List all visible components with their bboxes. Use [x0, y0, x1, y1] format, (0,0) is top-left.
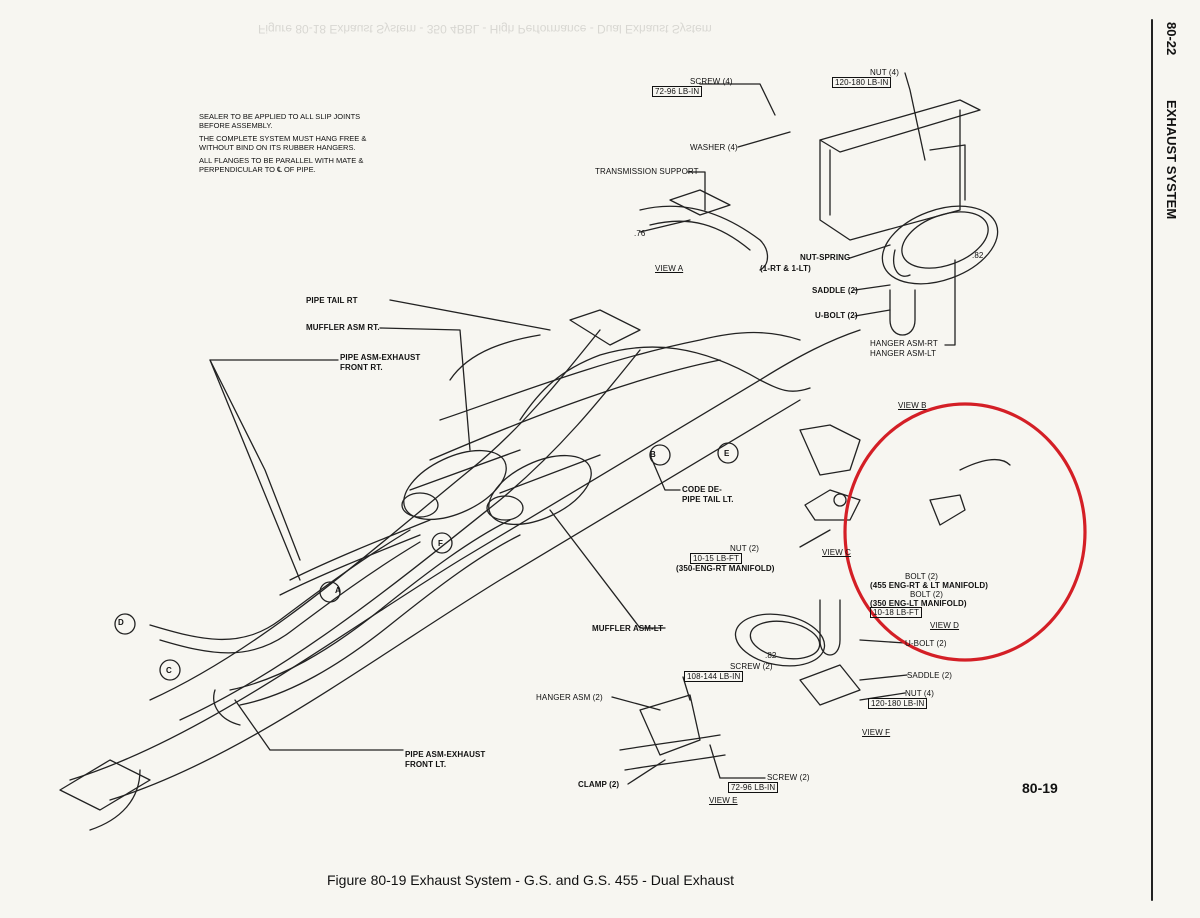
label-code-de-1: CODE DE-	[682, 485, 722, 494]
label-nut-c-spec: 10-15 LB-FT	[690, 553, 743, 564]
assembly-notes: SEALER TO BE APPLIED TO ALL SLIP JOINTS …	[199, 112, 369, 180]
label-muffler-rt: MUFFLER ASM RT.	[306, 323, 380, 332]
label-ubolt-f: U-BOLT (2)	[905, 639, 947, 648]
label-view-b: VIEW B	[898, 401, 927, 410]
callout-d: D	[118, 618, 124, 627]
label-pipe-front-lt-2: FRONT LT.	[405, 760, 447, 769]
highlight-circle	[843, 402, 1087, 662]
label-nut-c: NUT (2)	[730, 544, 759, 553]
label-screw-top: SCREW (4)	[690, 77, 733, 86]
label-view-a: VIEW A	[655, 264, 684, 273]
label-view-f: VIEW F	[862, 728, 891, 737]
label-ubolt-top: U-BOLT (2)	[815, 311, 858, 320]
label-bolt-spec: 10-18 LB-FT	[870, 607, 923, 618]
page-number: 80-19	[1022, 780, 1058, 796]
label-nut-top-spec: 120-180 LB-IN	[832, 77, 892, 88]
label-nut-c-sub: (350-ENG-RT MANIFOLD)	[676, 564, 775, 573]
label-bolt-2-sub: (350 ENG-LT MANIFOLD)	[870, 599, 967, 608]
callout-e: E	[724, 449, 730, 458]
label-pipe-front-rt-1: PIPE ASM-EXHAUST	[340, 353, 421, 362]
label-saddle-top: SADDLE (2)	[812, 286, 858, 295]
label-bolt-1-sub: (455 ENG-RT & LT MANIFOLD)	[870, 581, 989, 590]
label-pipe-front-lt-1: PIPE ASM-EXHAUST	[405, 750, 486, 759]
callout-b: B	[650, 450, 656, 459]
label-screw-top-spec: 72-96 LB-IN	[652, 86, 703, 97]
label-hanger-e: HANGER ASM (2)	[536, 693, 603, 702]
label-saddle-f: SADDLE (2)	[907, 671, 953, 680]
section-title-side: EXHAUST SYSTEM	[1164, 100, 1179, 220]
label-screw-e: SCREW (2)	[730, 662, 773, 671]
label-view-e: VIEW E	[709, 796, 738, 805]
label-dim-76: .76	[634, 229, 646, 238]
note-sealer: SEALER TO BE APPLIED TO ALL SLIP JOINTS …	[199, 112, 361, 130]
label-nut-top: NUT (4)	[870, 68, 899, 77]
label-screw-low-spec: 72-96 LB-IN	[728, 782, 779, 793]
note-flanges: ALL FLANGES TO BE PARALLEL WITH MATE & P…	[199, 156, 364, 174]
callout-f: F	[438, 539, 443, 548]
label-view-d: VIEW D	[930, 621, 960, 630]
note-hang-free: THE COMPLETE SYSTEM MUST HANG FREE & WIT…	[199, 134, 367, 152]
label-bolt-1: BOLT (2)	[905, 572, 938, 581]
label-clamp: CLAMP (2)	[578, 780, 620, 789]
label-pipe-tail-rt: PIPE TAIL RT	[306, 296, 358, 305]
label-transmission-support: TRANSMISSION SUPPORT	[595, 167, 699, 176]
label-bolt-2: BOLT (2)	[910, 590, 943, 599]
label-hanger-lt: HANGER ASM-LT	[870, 349, 937, 358]
label-pipe-front-rt-2: FRONT RT.	[340, 363, 383, 372]
label-screw-e-spec: 108-144 LB-IN	[684, 671, 744, 682]
label-muffler-lt: MUFFLER ASM-LT	[592, 624, 664, 633]
label-hanger-rt: HANGER ASM-RT	[870, 339, 938, 348]
label-washer: WASHER (4)	[690, 143, 738, 152]
label-dim-82-top: .82	[972, 251, 984, 260]
callout-a: A	[335, 586, 341, 595]
label-nut-f-spec: 120-180 LB-IN	[868, 698, 928, 709]
figure-caption: Figure 80-19 Exhaust System - G.S. and G…	[327, 872, 734, 888]
label-nut-spring: NUT-SPRING	[800, 253, 851, 262]
label-code-de-2: PIPE TAIL LT.	[682, 495, 734, 504]
callout-c: C	[166, 666, 172, 675]
label-nut-spring-sub: (1-RT & 1-LT)	[760, 264, 811, 273]
label-dim-82-low: .82	[765, 651, 777, 660]
label-view-c: VIEW C	[822, 548, 852, 557]
label-screw-low: SCREW (2)	[767, 773, 810, 782]
label-nut-f: NUT (4)	[905, 689, 934, 698]
page-ref-side: 80-22	[1164, 22, 1179, 56]
